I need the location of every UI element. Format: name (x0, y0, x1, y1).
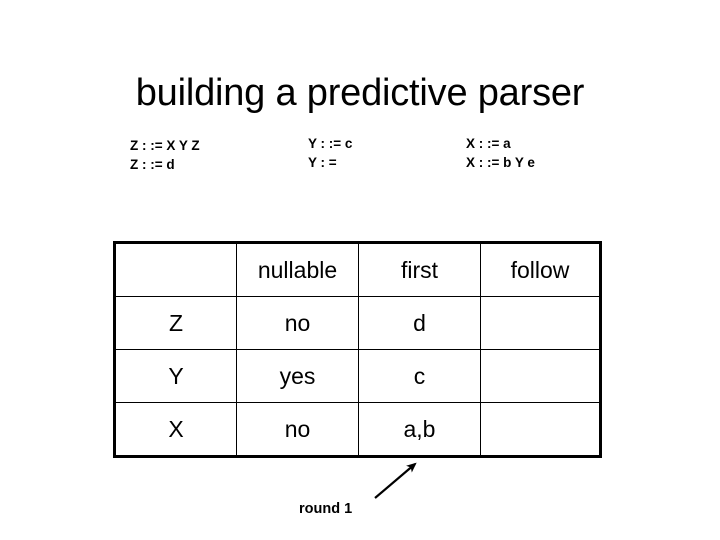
grammar-rule: X : := b Y e (466, 155, 535, 170)
grammar-group-y-productions: Y : := c Y : = (308, 134, 352, 172)
grammar-rule: Y : = (308, 155, 337, 170)
grammar-group-x-productions: X : := a X : := b Y e (466, 134, 535, 172)
table-cell-nullable: yes (236, 349, 359, 403)
arrow-up-right-icon (374, 462, 417, 499)
table-header-row: nullable first follow (114, 242, 601, 297)
grammar-group-z-productions: Z : := X Y Z Z : := d (130, 136, 200, 174)
table-header-cell-nullable: nullable (236, 242, 359, 297)
table-cell-nullable: no (236, 402, 359, 457)
grammar-rule: Z : := X Y Z (130, 138, 200, 153)
table-cell-symbol: X (114, 402, 237, 457)
table-cell-follow (480, 349, 601, 403)
table-row: Z no d (114, 296, 601, 350)
page-title: building a predictive parser (135, 72, 585, 115)
table-cell-nullable: no (236, 296, 359, 350)
table-header-cell-first: first (358, 242, 481, 297)
grammar-rule: Z : := d (130, 157, 175, 172)
table-cell-follow (480, 296, 601, 350)
table-row: Y yes c (114, 349, 601, 403)
nullable-first-follow-table: nullable first follow Z no d Y yes c X n… (113, 241, 602, 458)
grammar-rule: X : := a (466, 136, 511, 151)
round-label: round 1 (299, 501, 353, 517)
table-header-cell-follow: follow (480, 242, 601, 297)
table-cell-follow (480, 402, 601, 457)
table-header-cell-symbol (114, 242, 237, 297)
table-cell-first: c (358, 349, 481, 403)
table-cell-symbol: Y (114, 349, 237, 403)
table-cell-first: d (358, 296, 481, 350)
table-cell-first: a,b (358, 402, 481, 457)
grammar-rule: Y : := c (308, 136, 353, 151)
table-cell-symbol: Z (114, 296, 237, 350)
table-row: X no a,b (114, 402, 601, 457)
